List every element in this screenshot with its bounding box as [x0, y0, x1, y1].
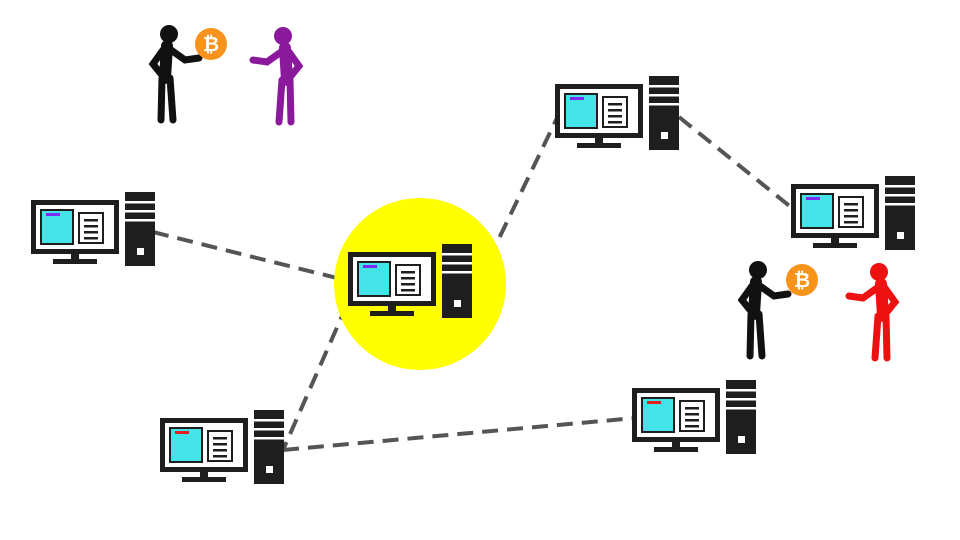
transactions: ₿₿	[148, 25, 900, 362]
transaction-tx-2: ₿	[737, 261, 900, 362]
status-indicator	[363, 265, 377, 268]
svg-text:₿: ₿	[203, 32, 219, 56]
computer-icon	[555, 76, 679, 150]
receiver-person-icon	[845, 263, 900, 362]
sender-person-icon	[148, 25, 203, 124]
transaction-tx-1: ₿	[148, 25, 304, 126]
computer-node-bottom-right	[632, 380, 756, 454]
link-top-right-to-far-right	[677, 115, 799, 214]
computer-node-far-right	[791, 176, 915, 250]
status-indicator	[647, 401, 661, 404]
bitcoin-coin-icon: ₿	[786, 264, 818, 296]
link-left-to-center	[152, 230, 338, 280]
computer-icon	[31, 192, 155, 266]
computer-node-top-right	[555, 76, 679, 150]
network-nodes	[31, 76, 915, 484]
computer-icon	[791, 176, 915, 250]
computer-node-left	[31, 192, 155, 266]
computer-icon	[160, 410, 284, 484]
receiver-person-icon	[249, 27, 304, 126]
bitcoin-coin-icon: ₿	[195, 28, 227, 60]
status-indicator	[175, 431, 189, 434]
status-indicator	[46, 213, 60, 216]
status-indicator	[570, 97, 584, 100]
computer-icon	[632, 380, 756, 454]
status-indicator	[806, 197, 820, 200]
sender-person-icon	[737, 261, 792, 360]
svg-text:₿: ₿	[794, 268, 810, 292]
computer-node-bottom-left	[160, 410, 284, 484]
link-bottom-left-to-bottom-right	[282, 416, 636, 452]
computer-node-center	[334, 198, 506, 370]
